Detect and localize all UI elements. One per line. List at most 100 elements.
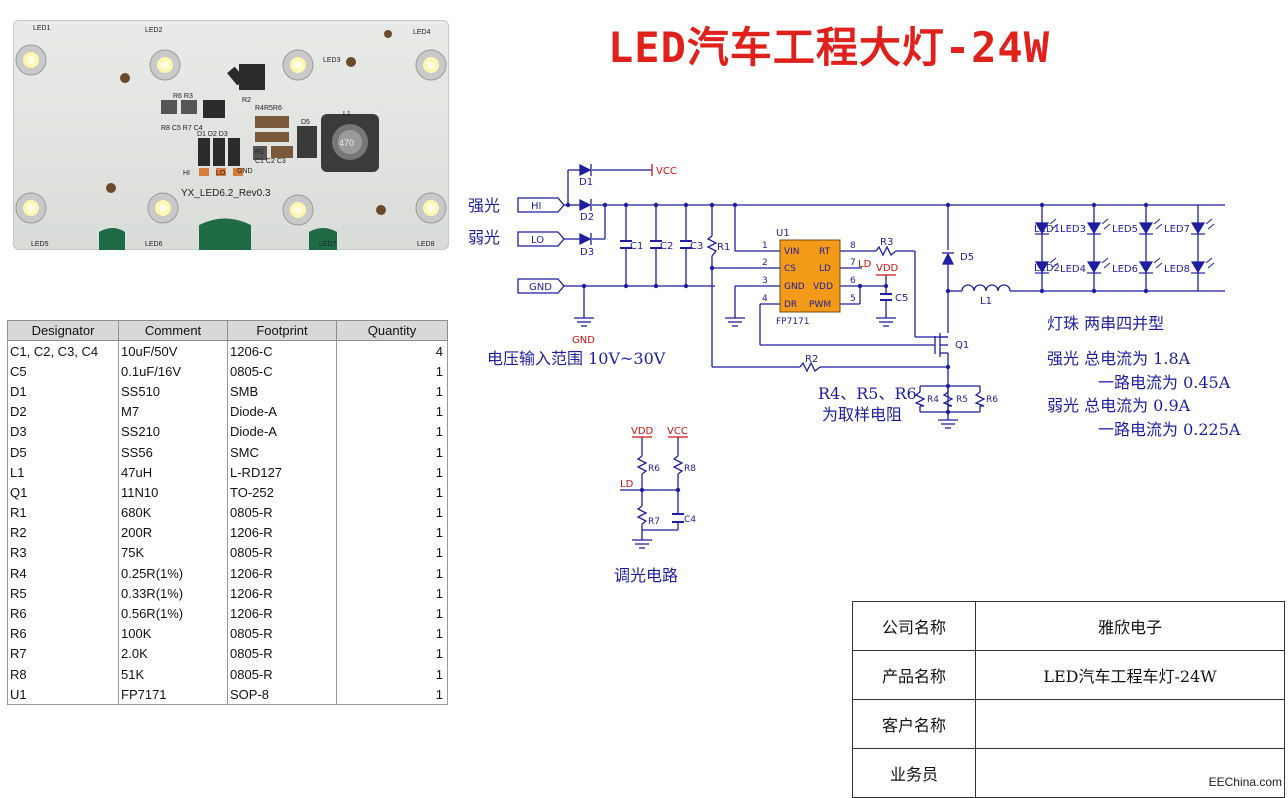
watermark: EEChina.com — [1208, 775, 1282, 789]
bom-cell: SMB — [227, 381, 337, 402]
label-led8: LED8 — [1164, 264, 1190, 275]
bom-cell: 0805-R — [227, 623, 337, 644]
bom-cell: R5 — [7, 583, 119, 604]
mount-hole — [120, 73, 130, 83]
label-r5: R5 — [956, 395, 968, 405]
bom-cell: D2 — [7, 401, 119, 422]
silk-r2: R2 — [242, 97, 251, 104]
bom-cell: R7 — [7, 643, 119, 664]
pin-cs: CS — [784, 264, 796, 274]
bom-cell: 1206-R — [227, 583, 337, 604]
label-r6-dim: R6 — [648, 464, 660, 474]
port-lo-label: LO — [531, 235, 544, 246]
bom-cell: Q1 — [7, 482, 119, 503]
label-led3: LED3 — [1060, 224, 1086, 235]
silk-led8: LED8 — [417, 241, 435, 248]
pcb-led — [149, 49, 181, 81]
pcb-diode-d5 — [297, 126, 317, 158]
mount-hole — [384, 30, 392, 38]
silk-led7: LED7 — [319, 241, 337, 248]
led-symbols — [1034, 222, 1206, 274]
label-r3: R3 — [880, 237, 893, 248]
bom-cell: C1, C2, C3, C4 — [7, 340, 119, 362]
label-led6: LED6 — [1112, 264, 1138, 275]
bom-cell: R3 — [7, 542, 119, 564]
ground-symbols — [574, 317, 958, 549]
silk-l1: L1 — [343, 111, 351, 118]
bom-cell: 1206-R — [227, 522, 337, 543]
input-range-note: 电压输入范围 10V~30V — [487, 349, 666, 368]
bom-cell: 200R — [118, 522, 228, 543]
bom-cell: 1206-C — [227, 340, 337, 362]
label-vdd-dim: VDD — [631, 426, 654, 437]
bom-cell: C5 — [7, 361, 119, 382]
pcb-led — [15, 44, 47, 76]
pcb-led — [282, 49, 314, 81]
bom-header-row: Designator Comment Footprint Quantity — [7, 320, 448, 341]
page-title: LED汽车工程大灯-24W — [608, 23, 1051, 72]
pin-dr: DR — [784, 300, 797, 310]
wires — [517, 169, 1225, 540]
bom-cell: 1 — [336, 623, 448, 644]
bom-cell: FP7171 — [118, 684, 228, 706]
pcb-diode — [213, 138, 225, 166]
pcb-caps — [271, 146, 293, 158]
label-l1: L1 — [980, 296, 992, 307]
schematic: HI LO GND D1 D2 D3 C1 C2 C3 R1 U1 FP7171… — [468, 163, 1241, 585]
junction-dots — [565, 202, 1149, 493]
silk-inductor-mark: 470 — [339, 138, 354, 148]
label-r7: R7 — [648, 517, 660, 527]
bom-cell: M7 — [118, 401, 228, 422]
bom-cell: 1 — [336, 542, 448, 564]
pcb-resistors — [255, 116, 289, 128]
label-led2: LED2 — [1034, 263, 1060, 274]
pcb-photo-drawing: LED1 LED2 LED3 LED4 LED5 LED6 LED7 LED8 … — [15, 25, 447, 250]
power-flags — [632, 164, 896, 438]
tb-val-customer — [975, 699, 1285, 749]
bom-cell: 1 — [336, 603, 448, 624]
bom-cell: 0805-C — [227, 361, 337, 382]
bom-cell: 1 — [336, 441, 448, 463]
pin-pwm: PWM — [809, 300, 831, 310]
pcb-part — [181, 100, 197, 114]
bom-cell: R1 — [7, 502, 119, 523]
bom-cell: 1 — [336, 684, 448, 706]
bom-cell: 1 — [336, 522, 448, 543]
bom-cell: R2 — [7, 522, 119, 543]
bom-cell: U1 — [7, 684, 119, 706]
pcb-pad — [199, 218, 251, 250]
silk-d5: D5 — [301, 119, 310, 126]
tb-key-company: 公司名称 — [852, 601, 976, 651]
pcb-led — [15, 192, 47, 224]
bom-cell: 1 — [336, 462, 448, 483]
bom-cell: SS210 — [118, 421, 228, 442]
bom-cell: Diode-A — [227, 421, 337, 442]
bom-cell: 1 — [336, 664, 448, 685]
pin-num-6: 6 — [850, 276, 856, 286]
silk-r4r5r6: R4R5R6 — [255, 105, 282, 112]
label-d1: D1 — [579, 177, 593, 188]
note-led-config: 灯珠 两串四并型 — [1047, 314, 1164, 333]
pin-gnd: GND — [784, 282, 805, 292]
silk-led5: LED5 — [31, 241, 49, 248]
tb-val-product: LED汽车工程车灯-24W — [975, 650, 1285, 700]
bom-header-quantity: Quantity — [336, 320, 448, 341]
silk-c123: C1 C2 C3 — [255, 158, 286, 165]
bom-cell: 0.56R(1%) — [118, 603, 228, 624]
diode-symbols — [579, 163, 955, 265]
label-vdd: VDD — [876, 263, 899, 274]
label-d2: D2 — [580, 212, 594, 223]
bom-cell: 47uH — [118, 462, 228, 483]
bom-cell: 1206-R — [227, 563, 337, 584]
pin-num-1: 1 — [762, 241, 768, 251]
pin-rt: RT — [819, 247, 831, 257]
